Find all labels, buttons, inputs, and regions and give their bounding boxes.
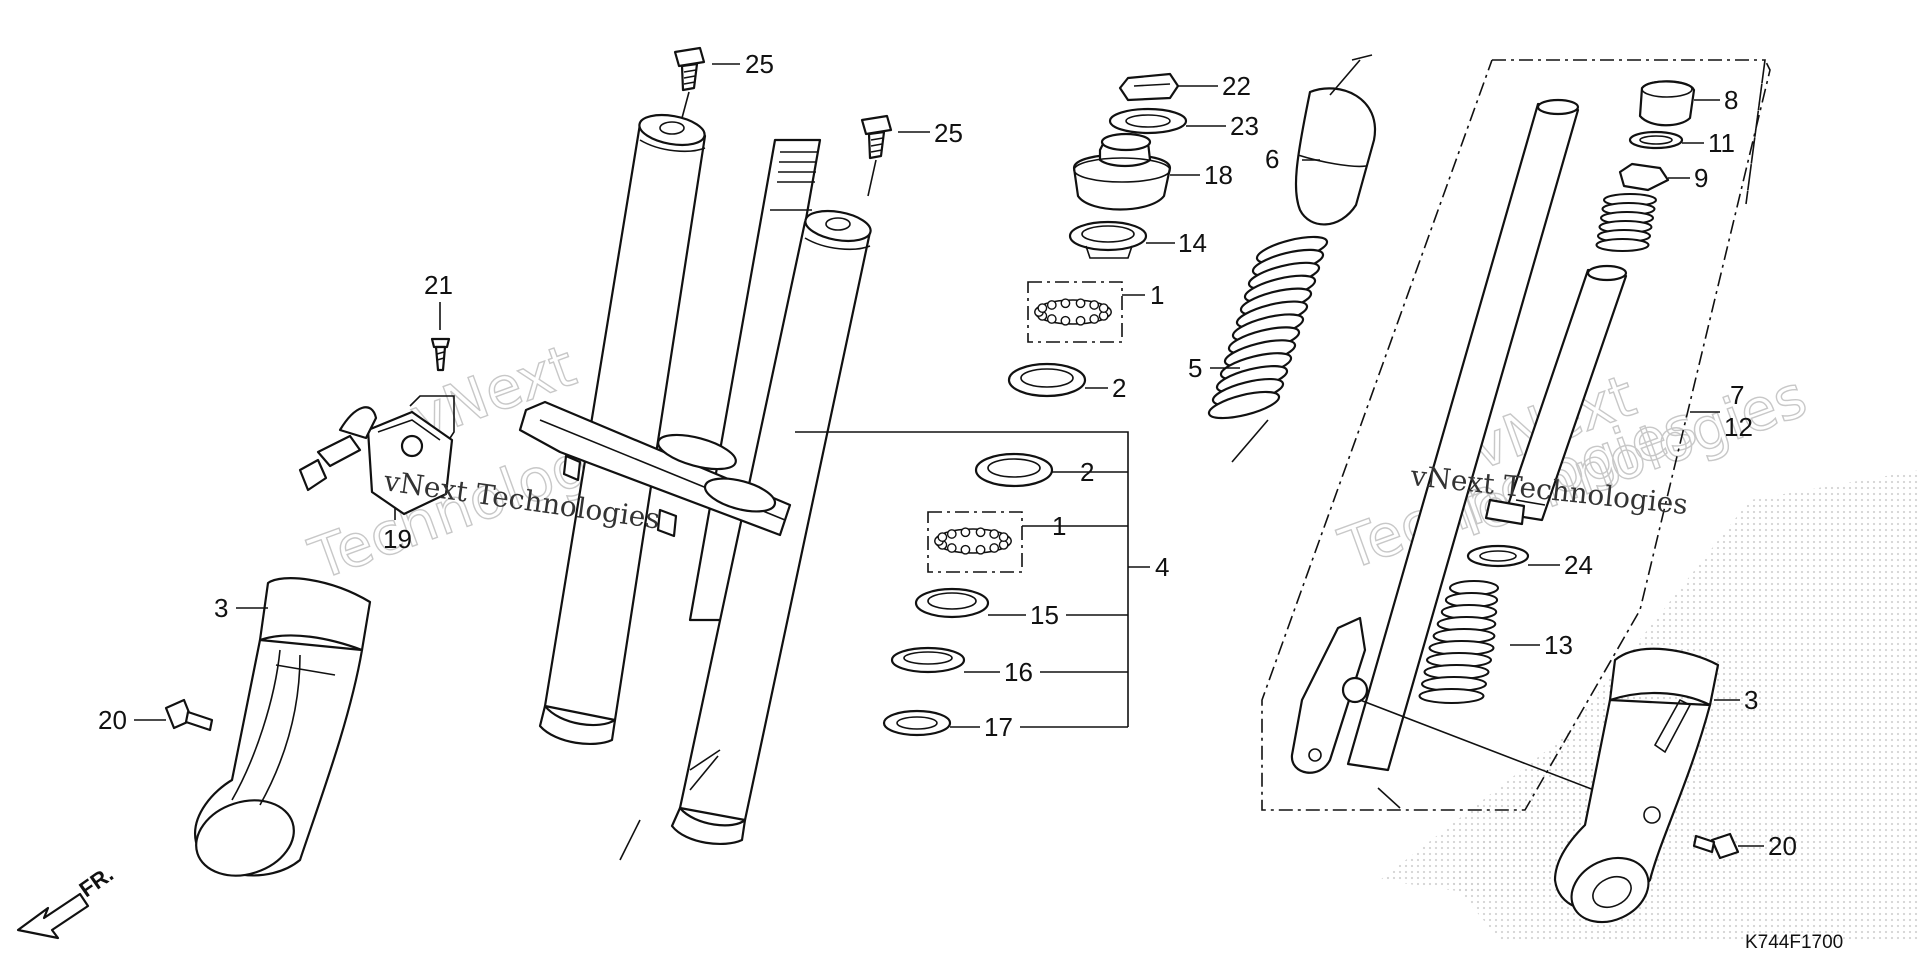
- part-washer-23: [1108, 107, 1188, 135]
- callout-2-mid: 2: [1080, 457, 1094, 487]
- callout-13: 13: [1544, 630, 1573, 660]
- callout-16: 16: [1004, 657, 1033, 687]
- callout-20-right: 20: [1768, 831, 1797, 861]
- part-outer-tube: [1290, 98, 1580, 774]
- part-lock-assembly: [298, 337, 455, 520]
- callout-12: 12: [1724, 412, 1753, 442]
- callout-25-a: 25: [745, 49, 774, 79]
- callout-14: 14: [1178, 228, 1207, 258]
- part-bolt-25-b: [860, 114, 893, 197]
- part-boot-13: [1418, 580, 1499, 704]
- callout-15: 15: [1030, 600, 1059, 630]
- part-cap-6: [1294, 54, 1377, 226]
- callout-23: 23: [1230, 111, 1259, 141]
- part-seal-24: [1466, 498, 1530, 568]
- part-bolt-20-left: [164, 698, 214, 732]
- part-race-2-mid: [974, 452, 1054, 488]
- part-spring-5: [1207, 235, 1329, 420]
- front-direction-arrow-icon: [16, 892, 90, 940]
- callout-9: 9: [1694, 163, 1708, 193]
- callout-8: 8: [1724, 85, 1738, 115]
- part-race-14: [1068, 220, 1148, 259]
- part-bolt-20-right: [1692, 832, 1740, 860]
- callout-1-top: 1: [1150, 280, 1164, 310]
- callout-3-left: 3: [214, 593, 228, 623]
- part-fork-assembly: [518, 113, 872, 861]
- callout-17: 17: [984, 712, 1013, 742]
- part-clip-11: [1628, 130, 1684, 150]
- callout-20-left: 20: [98, 705, 127, 735]
- callout-19: 19: [383, 524, 412, 554]
- part-stopper-9: [1618, 162, 1670, 192]
- part-spring-right: [1595, 193, 1657, 252]
- part-race-2-top: [1007, 362, 1087, 398]
- callout-leaders: [134, 63, 1764, 847]
- callout-6: 6: [1265, 144, 1279, 174]
- callout-3-right: 3: [1744, 685, 1758, 715]
- part-fork-cover-left: [193, 577, 372, 877]
- callout-18: 18: [1204, 160, 1233, 190]
- callout-2-top: 2: [1112, 373, 1126, 403]
- part-washer-17: [882, 709, 952, 737]
- fork-leg-group-outline: [1261, 57, 1771, 811]
- part-seal-16: [890, 646, 966, 674]
- callout-5: 5: [1188, 353, 1202, 383]
- part-nut-22: [1118, 72, 1180, 102]
- part-inner-tube: [1503, 264, 1628, 522]
- part-bolt-25-a: [673, 46, 706, 119]
- bracket-4: [795, 431, 1129, 727]
- callout-7: 7: [1730, 380, 1744, 410]
- callout-25-b: 25: [934, 118, 963, 148]
- part-fork-cover-right: [1553, 647, 1720, 924]
- callout-11: 11: [1708, 128, 1735, 158]
- callout-4: 4: [1155, 552, 1169, 582]
- part-bearing-1-top: [1027, 281, 1123, 343]
- part-cap-8: [1638, 80, 1696, 127]
- callout-21: 21: [424, 270, 453, 300]
- diagram-part-code: K744F1700: [1745, 932, 1843, 953]
- part-bearing-1-mid: [927, 511, 1023, 573]
- callout-22: 22: [1222, 71, 1251, 101]
- callout-1-mid: 1: [1052, 511, 1066, 541]
- part-race-15: [914, 587, 990, 619]
- part-race-18: [1072, 132, 1172, 211]
- callout-24: 24: [1564, 550, 1593, 580]
